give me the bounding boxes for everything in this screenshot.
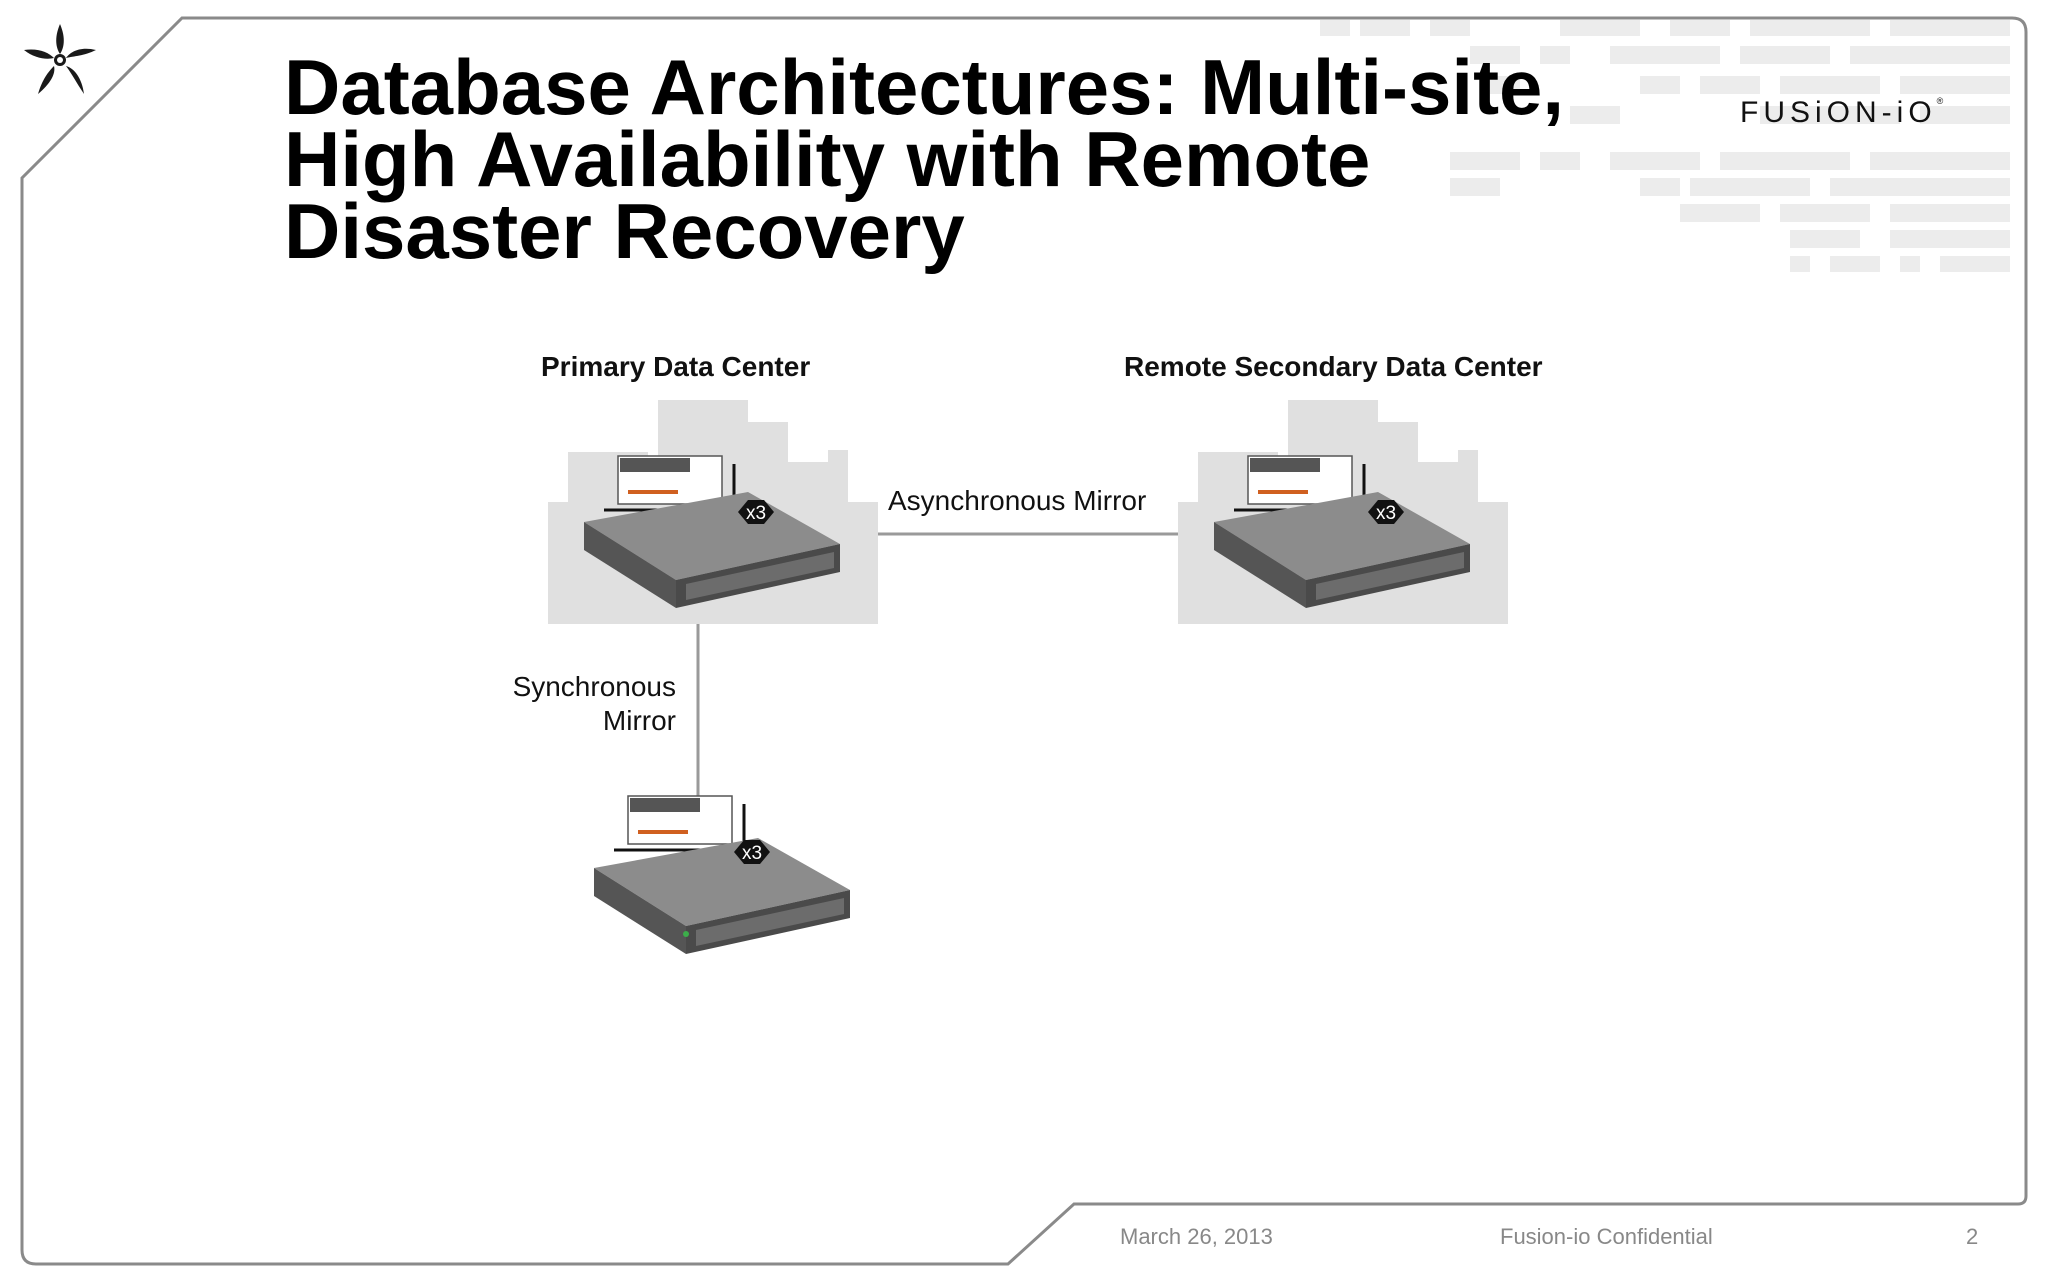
title-line-2: High Availability with Remote: [284, 115, 1371, 203]
standby-server-node: x3: [558, 738, 888, 970]
x3-hexagon-badge-icon: x3: [734, 840, 770, 864]
standby-multiplier: x3: [742, 843, 762, 864]
x3-hexagon-badge-icon: x3: [1368, 500, 1404, 524]
fusion-io-card-icon: [614, 795, 746, 852]
title-line-3: Disaster Recovery: [284, 187, 965, 275]
footer-confidential: Fusion-io Confidential: [1500, 1224, 1713, 1249]
primary-datacenter-label: Primary Data Center: [541, 351, 811, 382]
standby-server-graphic: x3: [594, 795, 850, 954]
footer-date: March 26, 2013: [1120, 1224, 1273, 1249]
server-icon: [594, 838, 850, 954]
sync-mirror-label: Synchronous Mirror: [500, 670, 676, 738]
secondary-multiplier: x3: [1376, 503, 1396, 524]
brand-wordmark: FUSiON-iO®: [1740, 96, 1943, 130]
sync-mirror-label-line2: Mirror: [602, 705, 676, 736]
primary-server-node: x3: [548, 392, 878, 624]
sync-mirror-label-line1: Synchronous: [512, 671, 676, 702]
decorative-grid-texture: [1320, 20, 2010, 272]
server-icon: [584, 492, 840, 608]
brand-name: FUSiON-iO: [1740, 96, 1937, 129]
x3-hexagon-badge-icon: x3: [738, 500, 774, 524]
secondary-server-graphic: x3: [1178, 400, 1508, 624]
secondary-server-node: x3: [1178, 392, 1508, 624]
secondary-datacenter-label: Remote Secondary Data Center: [1124, 351, 1543, 382]
primary-server-graphic: x3: [548, 400, 878, 624]
title-line-1: Database Architectures: Multi-site,: [284, 43, 1565, 131]
async-mirror-label: Asynchronous Mirror: [888, 485, 1147, 516]
fusion-io-card-icon: [604, 455, 736, 512]
fusion-io-star-logo-icon: [24, 24, 96, 94]
server-icon: [1214, 492, 1470, 608]
primary-multiplier: x3: [746, 503, 766, 524]
page-number: 2: [1966, 1224, 1979, 1249]
brand-registered-mark: ®: [1936, 96, 1944, 106]
